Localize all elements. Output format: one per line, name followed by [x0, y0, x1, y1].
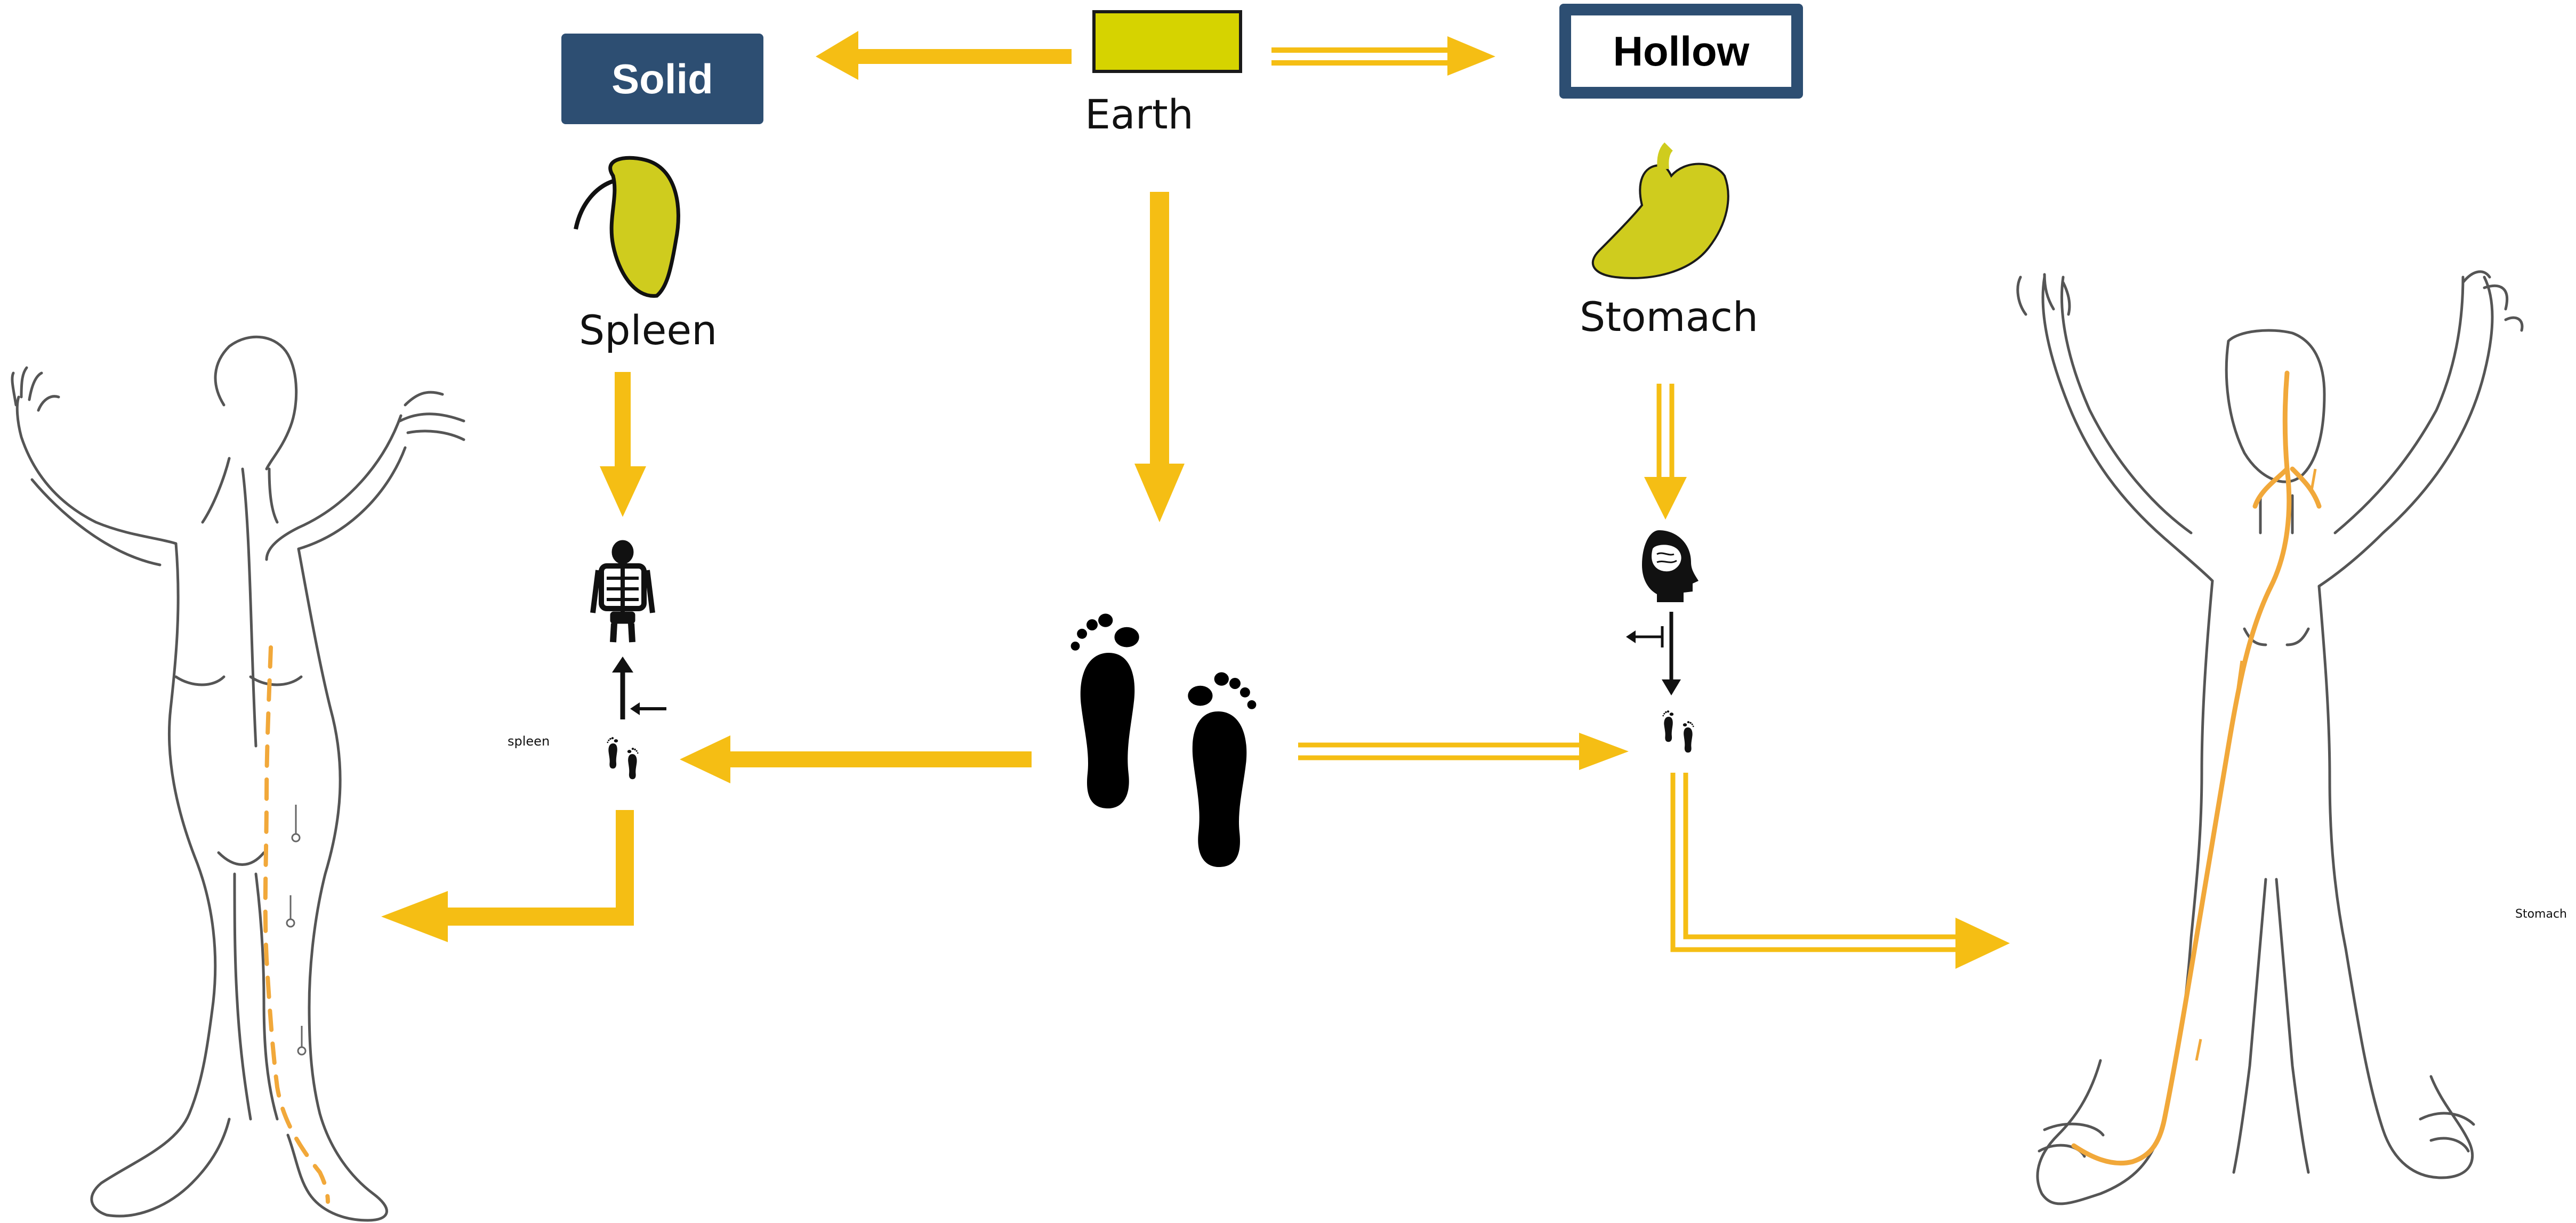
stomach-organ: [1591, 142, 1729, 279]
female-figure: [11, 335, 465, 1222]
footprints-small-stomach: [1662, 710, 1694, 752]
earth-to-feet-arrow: [1134, 192, 1185, 522]
feet-to-spleen-arrow: [680, 735, 1032, 783]
footprints-icon: [1070, 613, 1257, 868]
earth-rectangle: [1092, 10, 1242, 73]
spleen-organ: [574, 156, 680, 298]
spleen-label: Spleen: [579, 306, 718, 354]
stomach-label: Stomach: [1580, 293, 1759, 341]
male-meridian-markers: [2195, 468, 2317, 1061]
footprints-small-spleen: [607, 737, 638, 779]
skeleton-icon: [590, 540, 655, 643]
solid-box: Solid: [561, 34, 763, 124]
female-meridian-markers: [286, 805, 307, 1056]
spleen-down-arrow: [600, 372, 646, 517]
solid-label: Solid: [611, 55, 713, 102]
spleen-small-label: spleen: [508, 734, 550, 749]
earth-to-hollow-arrow: [1271, 36, 1495, 76]
stomach-to-body-arrow: [1670, 773, 2010, 969]
hollow-box: Hollow: [1559, 4, 1803, 99]
stomach-down-arrow: [1644, 384, 1687, 520]
feet-to-stomach-arrow: [1298, 733, 1629, 770]
earth-to-solid-arrow: [816, 31, 1072, 80]
female-meridian: [263, 645, 330, 1204]
stomach-support-arrows: [1626, 612, 1681, 695]
male-meridian: [2071, 370, 2322, 1166]
spleen-support-arrows: [612, 657, 666, 719]
spleen-to-body-arrow: [381, 810, 634, 942]
stomach-small-label: Stomach: [2515, 908, 2567, 921]
head-brain-icon: [1642, 530, 1698, 602]
male-figure: [2016, 270, 2524, 1205]
earth-label: Earth: [1085, 91, 1194, 138]
hollow-label: Hollow: [1613, 27, 1750, 75]
